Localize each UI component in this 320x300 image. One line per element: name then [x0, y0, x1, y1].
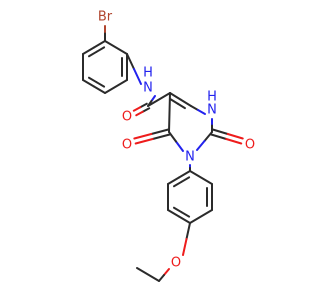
bond-c2-o-1-a — [210, 133, 228, 140]
ether-oxygen-label: O — [171, 256, 181, 271]
ring-c-bond-3 — [189, 209, 213, 224]
ring-c-bond-4-b — [167, 209, 180, 218]
ring-a-bond-4-inner-b — [87, 76, 98, 84]
ring-nitrogen-1-label: N — [207, 103, 217, 118]
ring-nitrogen-3-label: N — [185, 150, 195, 165]
carbonyl-oxygen-c4-label: O — [122, 138, 132, 153]
atom-label-layer: Br N H O H N N O O O — [98, 10, 255, 271]
ring-c-bond-4-inner-b — [172, 206, 183, 214]
ring-c-bond-4-a — [178, 215, 191, 224]
bond-ch2-ch3 — [136, 267, 160, 282]
ring-a-bond-6-b — [93, 40, 106, 49]
ring-a-bond-4-inner-a — [95, 81, 106, 88]
bond-c2-o-2-a — [211, 128, 229, 136]
bromine-atom-label: Br — [98, 10, 113, 25]
bond-o-ch2-b — [158, 274, 165, 282]
ring-b-n3-c4-a — [175, 140, 184, 152]
bond-c2-o-1-b — [225, 137, 243, 145]
ring-b-c6-n1-b — [197, 109, 206, 115]
ring-a-bond-1 — [104, 40, 128, 55]
bond-amide-co-1-a — [139, 102, 148, 109]
ring-c-bond-6-inner-b — [180, 176, 191, 183]
ring-b-c5-c6-b — [179, 98, 192, 107]
ring-a-bond-4-b — [82, 79, 95, 88]
ring-b-c6-n1-a — [190, 105, 199, 111]
ring-c-bond-4-inner-a — [180, 211, 191, 218]
ring-a-bond-6-a — [82, 46, 95, 55]
ring-b-c5-c6-inner-a — [169, 98, 179, 105]
amide-nitrogen-label: N — [143, 81, 153, 96]
bond-o-ch2-a — [163, 268, 170, 276]
ring-c-bond-6-a — [167, 176, 180, 185]
ring-a-bond-4-a — [93, 85, 106, 94]
ring-c-bond-1 — [189, 170, 213, 185]
bond-aryl-n-a — [126, 53, 135, 70]
bond-layer — [82, 25, 244, 282]
bond-aryl-o-a — [185, 222, 191, 240]
ring-b-n3-c4-b — [168, 131, 177, 143]
bond-carbonyl-c5 — [147, 92, 171, 107]
ring-a-bond-3 — [104, 79, 128, 94]
background — [0, 0, 300, 300]
ring-hydrogen-label: H — [207, 90, 217, 105]
bond-c4-o-2-b — [134, 138, 154, 145]
carbonyl-oxygen-amide-label: O — [122, 110, 132, 125]
ring-b-c5-c6-inner-b — [176, 102, 186, 110]
ring-b-c2-n3-b — [196, 140, 206, 151]
bond-c4-o-2-a — [151, 133, 171, 141]
bond-amide-co-2-a — [141, 107, 151, 113]
ring-a-bond-6-inner-b — [95, 46, 106, 53]
bond-aryl-n-b — [133, 68, 142, 85]
molecule-structure: Br N H O H N N O O O — [0, 0, 300, 300]
ring-b-c5-c6-a — [169, 92, 182, 101]
bond-amide-co-1-b — [132, 106, 142, 112]
bond-aryl-o-b — [182, 238, 188, 256]
carbonyl-oxygen-c2-label: O — [245, 138, 255, 153]
bond-n-carbonyl-a — [150, 95, 156, 102]
bond-c4-o-1-b — [133, 132, 153, 140]
amide-hydrogen-label: H — [143, 66, 153, 81]
bond-c4-o-1-a — [150, 128, 170, 135]
ring-a-bond-6-inner-a — [87, 50, 98, 58]
ring-c-bond-6-b — [178, 170, 191, 179]
ring-c-bond-6-inner-a — [172, 180, 183, 188]
ring-b-c2-n3-a — [203, 131, 213, 142]
bond-c2-o-2-b — [226, 133, 244, 140]
ring-b-c4-c5 — [168, 92, 171, 133]
bond-amide-co-2-b — [135, 110, 144, 117]
